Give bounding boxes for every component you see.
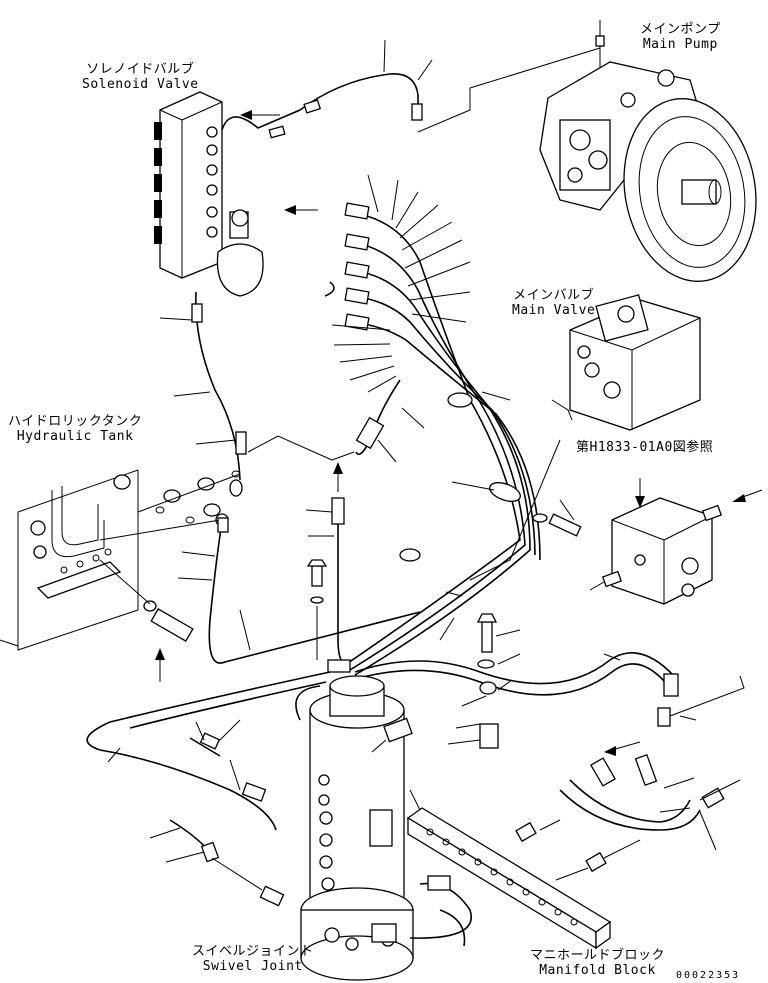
hydraulic-tank-drawing <box>0 469 241 682</box>
document-number: 00022353 <box>676 970 741 981</box>
solenoid-valve-label-en: Solenoid Valve <box>82 77 199 92</box>
solenoid-valve-label-jp: ソレノイドバルブ <box>86 62 195 77</box>
manifold-block-label-jp: マニホールドブロック <box>530 948 666 963</box>
main-pump-label-en: Main Pump <box>642 37 718 52</box>
main-pump-label: メインポンプ Main Pump <box>640 22 721 52</box>
manifold-block-label-en: Manifold Block <box>539 963 656 978</box>
swivel-joint-label-jp: スイベルジョイント <box>192 944 314 959</box>
reference-note: 第H1833-01A0図参照 <box>576 440 714 455</box>
main-pump-drawing <box>417 20 757 282</box>
hydraulic-tank-label-en: Hydraulic Tank <box>16 429 134 444</box>
swivel-joint-label-en: Swivel Joint <box>202 959 303 974</box>
swivel-joint-label: スイベルジョイント Swivel Joint <box>192 944 314 974</box>
main-valve-label-jp: メインバルブ <box>513 288 595 303</box>
pilot-hoses <box>221 39 433 139</box>
manifold-block-label: マニホールドブロック Manifold Block <box>530 948 665 978</box>
hose-bundle <box>324 174 541 676</box>
connector-drawing <box>439 909 466 947</box>
center-hoses <box>86 462 745 907</box>
main-valve-drawing <box>469 294 701 581</box>
hydraulic-tank-label-jp: ハイドロリックタンク <box>8 414 143 429</box>
main-pump-label-jp: メインポンプ <box>640 22 721 37</box>
hydraulic-tank-label: ハイドロリックタンク Hydraulic Tank <box>8 414 142 444</box>
drain-hoses <box>159 291 421 664</box>
solenoid-valve-label: ソレノイドバルブ Solenoid Valve <box>82 62 199 92</box>
main-valve-label: メインバルブ Main Valve <box>512 288 595 318</box>
manifold-block-drawing <box>406 753 741 950</box>
main-valve-label-en: Main Valve <box>512 303 596 318</box>
swivel-joint-drawing <box>295 675 472 981</box>
solenoid-valve-drawing <box>154 91 318 297</box>
valve-block-drawing <box>532 478 763 605</box>
